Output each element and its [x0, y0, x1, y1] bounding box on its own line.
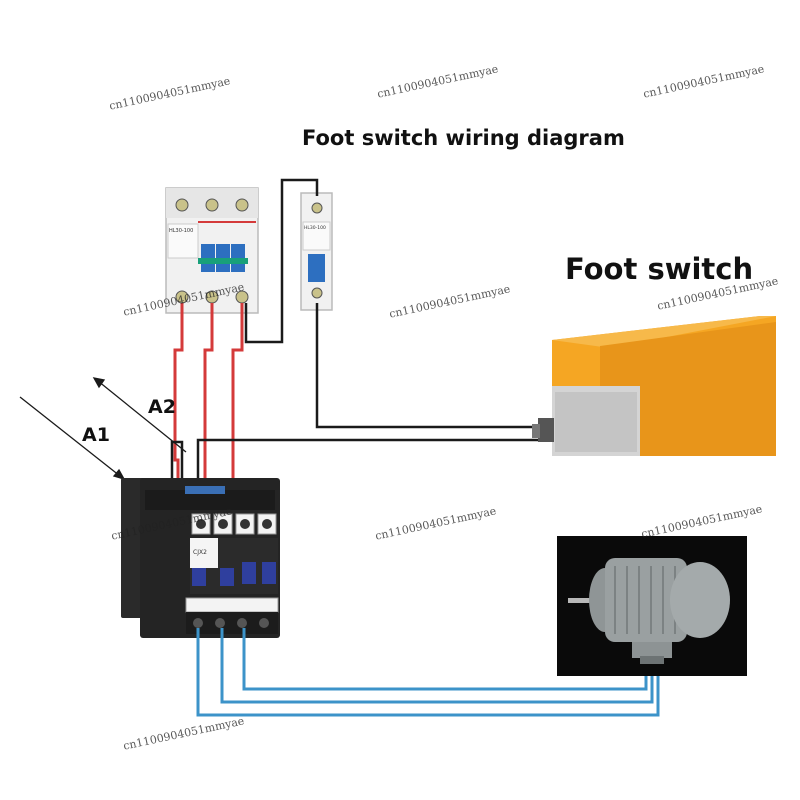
motor-wire-1 [196, 628, 660, 717]
arrow-a1-head [112, 468, 126, 481]
arrow-a2-label: A2 [148, 396, 176, 418]
foot-switch-pedal [532, 316, 776, 456]
motor-image [557, 536, 747, 676]
arrow-a2-line [97, 380, 187, 453]
control-wire-coil-loop [170, 440, 184, 478]
contactor-model-text: CJX2 [193, 549, 207, 556]
control-wires [170, 178, 538, 478]
motor-wire-2 [220, 628, 654, 704]
foot-switch-label: Foot switch [565, 252, 754, 286]
phase-wire-1 [173, 303, 184, 500]
arrow-a1-line [19, 396, 121, 477]
contactor: CJX2 [121, 478, 280, 638]
control-wire-breaker-to-pole [244, 178, 319, 344]
breaker-3p-model-text: HL30-100 [169, 228, 193, 234]
phase-wire-2 [203, 303, 214, 500]
three-pole-breaker: HL30-100 [165, 187, 259, 314]
coil-arrows [19, 377, 187, 481]
phase-wires [173, 303, 244, 500]
control-wire-foot-switch-to-contactor [196, 438, 538, 478]
phase-wire-3 [231, 303, 244, 500]
control-wire-pole-to-foot-switch [315, 303, 538, 429]
diagram-title: Foot switch wiring diagram [302, 126, 625, 150]
arrow-a1-label: A1 [82, 424, 110, 446]
breaker-1p-model-text: HL30-100 [304, 225, 326, 231]
single-pole-breaker: HL30-100 [300, 192, 333, 311]
arrow-a2-head [92, 377, 106, 389]
